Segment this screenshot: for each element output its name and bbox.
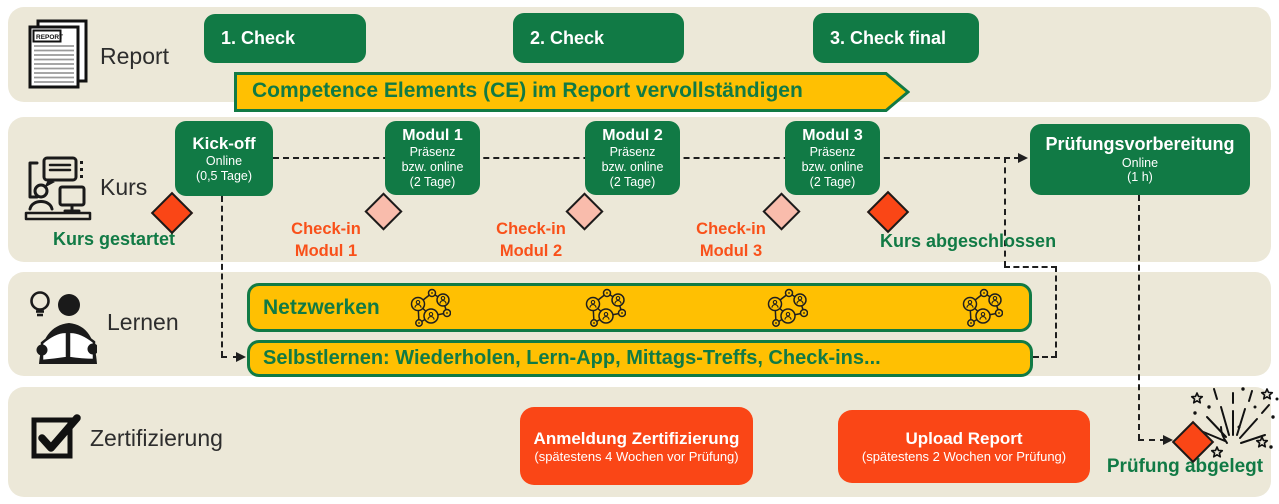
anmeldung-title: Anmeldung Zertifizierung — [533, 428, 740, 448]
selbstlernen-box: Selbstlernen: Wiederholen, Lern-App, Mit… — [247, 340, 1033, 377]
modul-3-mode1: Präsenz — [809, 145, 856, 160]
pruefung-arrowhead — [1163, 435, 1173, 445]
upload-report-box: Upload Report (spätestens 2 Wochen vor P… — [838, 410, 1090, 483]
check-3-label: 3. Check final — [830, 27, 947, 48]
checkin-2-line1: Check-in — [496, 220, 566, 238]
kickoff-title: Kick-off — [192, 133, 256, 153]
kickoff-down-connector — [221, 196, 223, 357]
check-3-box: 3. Check final — [813, 13, 979, 63]
modul-3-box: Modul 3 Präsenz bzw. online (2 Tage) — [785, 121, 880, 195]
netzwerken-box: Netzwerken — [247, 283, 1032, 332]
report-icon: REPORT — [28, 19, 88, 89]
pruefungsvorbereitung-title: Prüfungsvorbereitung — [1045, 133, 1235, 154]
modul-2-mode1: Präsenz — [609, 145, 656, 160]
anmeldung-zertifizierung-box: Anmeldung Zertifizierung (spätestens 4 W… — [520, 407, 753, 485]
kickoff-mode: Online — [205, 153, 243, 168]
modul-2-title: Modul 2 — [602, 127, 663, 145]
timeline-arrowhead — [1018, 153, 1028, 163]
modul-1-duration: (2 Tage) — [409, 174, 456, 189]
upload-note: (spätestens 2 Wochen vor Prüfung) — [861, 449, 1067, 465]
netzwerk-icon — [962, 288, 1003, 327]
check-1-label: 1. Check — [221, 28, 296, 48]
pruefung-abgelegt-label: Prüfung abgelegt — [1106, 456, 1264, 477]
kickoff-selbstlernen-connector — [221, 356, 239, 358]
modul-1-box: Modul 1 Präsenz bzw. online (2 Tage) — [385, 121, 480, 195]
anmeldung-note: (spätestens 4 Wochen vor Prüfung) — [534, 448, 739, 464]
zertifizierung-row-label: Zertifizierung — [90, 425, 223, 451]
pruefungsvorbereitung-mode: Online — [1121, 155, 1159, 170]
lernen-row-label: Lernen — [107, 309, 179, 335]
checkin-2-line2: Modul 2 — [499, 242, 563, 261]
modul-1-title: Modul 1 — [402, 127, 463, 145]
modul-3-duration: (2 Tage) — [809, 174, 856, 189]
kurs-icon — [24, 156, 92, 221]
fireworks-icon — [1190, 387, 1279, 458]
netzwerk-icon — [410, 288, 451, 327]
zertifizierung-icon — [31, 414, 81, 459]
checkin-1-line1: Check-in — [291, 220, 361, 238]
kickoff-duration: (0,5 Tage) — [195, 168, 253, 183]
checkin-2-label: Check-in Modul 2 — [471, 218, 591, 263]
netzwerken-label: Netzwerken — [263, 295, 380, 319]
selbstlernen-label: Selbstlernen: Wiederholen, Lern-App, Mit… — [263, 347, 881, 369]
pruefung-right-connector — [1138, 439, 1166, 441]
check-1-box: 1. Check — [204, 14, 366, 63]
upload-title: Upload Report — [905, 429, 1023, 449]
netzwerk-icon — [585, 288, 626, 327]
pruefungsvorbereitung-box: Prüfungsvorbereitung Online (1 h) — [1030, 124, 1250, 195]
modul-3-title: Modul 3 — [802, 127, 863, 145]
report-row-label: Report — [100, 43, 170, 69]
pruefung-down-connector — [1138, 195, 1140, 440]
kurs-abgeschlossen-label: Kurs abgeschlossen — [880, 231, 1057, 251]
checkin-3-line1: Check-in — [696, 220, 766, 238]
right-connector-horizontal-1 — [1004, 266, 1057, 268]
checkin-1-line2: Modul 1 — [294, 242, 358, 261]
lernen-icon — [30, 291, 97, 364]
ce-banner-arrow — [234, 72, 910, 112]
checkin-1-label: Check-in Modul 1 — [266, 218, 386, 263]
selbstlernen-arrowhead — [236, 352, 246, 362]
modul-2-box: Modul 2 Präsenz bzw. online (2 Tage) — [585, 121, 680, 195]
right-connector-vertical-2 — [1055, 266, 1057, 357]
right-connector-vertical-1 — [1004, 157, 1006, 267]
modul-3-mode2: bzw. online — [801, 160, 864, 175]
ce-banner-label: Competence Elements (CE) im Report vervo… — [252, 79, 803, 102]
kickoff-box: Kick-off Online (0,5 Tage) — [175, 121, 273, 196]
modul-2-duration: (2 Tage) — [609, 174, 656, 189]
modul-1-mode1: Präsenz — [409, 145, 456, 160]
check-2-box: 2. Check — [513, 13, 684, 63]
right-connector-horizontal-2 — [1033, 356, 1057, 358]
checkin-3-label: Check-in Modul 3 — [671, 218, 791, 263]
kurs-gestartet-label: Kurs gestartet — [52, 229, 176, 249]
report-icon-label: REPORT — [36, 34, 63, 41]
checkin-3-line2: Modul 3 — [699, 242, 763, 261]
netzwerk-icon — [767, 288, 808, 327]
modul-1-mode2: bzw. online — [401, 160, 464, 175]
modul-2-mode2: bzw. online — [601, 160, 664, 175]
pruefungsvorbereitung-duration: (1 h) — [1127, 170, 1153, 185]
kurs-row-label: Kurs — [100, 174, 148, 200]
check-2-label: 2. Check — [530, 27, 605, 48]
